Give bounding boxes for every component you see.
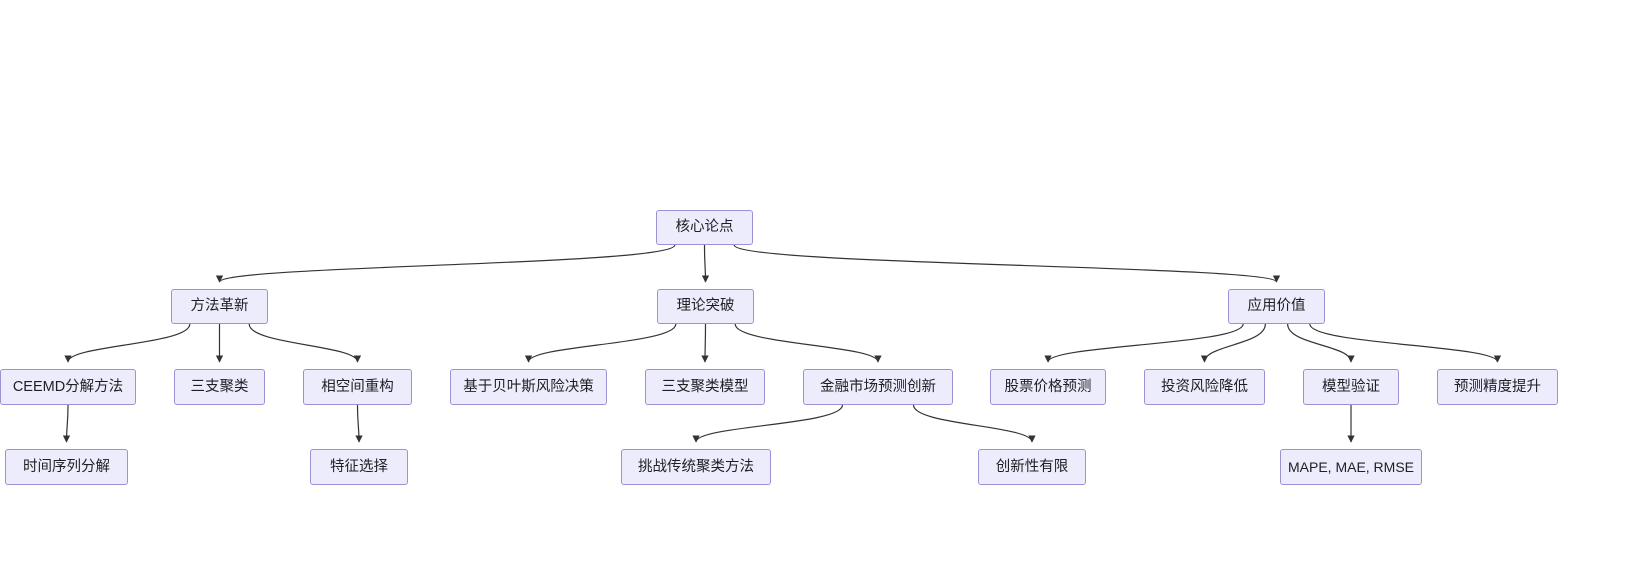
node-n1[interactable]: 方法革新 — [171, 289, 268, 324]
node-n1a[interactable]: CEEMD分解方法 — [0, 369, 136, 405]
node-label: 三支聚类 — [190, 378, 249, 395]
node-n2b[interactable]: 三支聚类模型 — [645, 369, 765, 405]
edge-n2-to-n2b — [701, 323, 709, 363]
edge-root-to-n2 — [701, 244, 710, 283]
edge-root-to-n1 — [216, 244, 676, 283]
node-n3b[interactable]: 投资风险降低 — [1144, 369, 1265, 405]
edge-root-to-n3 — [733, 244, 1280, 283]
node-label: 核心论点 — [675, 219, 734, 236]
node-root[interactable]: 核心论点 — [656, 210, 753, 245]
node-label: 创新性有限 — [995, 458, 1069, 475]
edge-n1-to-n1c — [248, 323, 362, 363]
node-label: 特征选择 — [330, 458, 388, 475]
node-label: 基于贝叶斯风险决策 — [463, 378, 594, 395]
edge-n3-to-n3d — [1309, 323, 1502, 363]
node-n3[interactable]: 应用价值 — [1228, 289, 1325, 324]
edge-n1a-to-n1a1 — [62, 404, 71, 443]
node-n3a[interactable]: 股票价格预测 — [990, 369, 1106, 405]
node-n1a1[interactable]: 时间序列分解 — [5, 449, 128, 485]
node-label: 方法革新 — [190, 298, 249, 315]
node-label: 理论突破 — [676, 298, 735, 315]
node-n2c1[interactable]: 挑战传统聚类方法 — [621, 449, 771, 485]
node-label: MAPE, MAE, RMSE — [1287, 459, 1415, 475]
node-label: 模型验证 — [1322, 378, 1380, 395]
node-n2c2[interactable]: 创新性有限 — [978, 449, 1086, 485]
edge-n3-to-n3a — [1044, 323, 1244, 363]
node-label: 挑战传统聚类方法 — [638, 458, 754, 475]
edge-n3-to-n3b — [1200, 323, 1266, 363]
node-n2c[interactable]: 金融市场预测创新 — [803, 369, 953, 405]
node-label: 股票价格预测 — [1004, 378, 1092, 395]
node-label: 相空间重构 — [321, 378, 394, 395]
edge-n2-to-n2c — [734, 323, 882, 363]
node-label: 金融市场预测创新 — [820, 378, 936, 395]
node-n1b[interactable]: 三支聚类 — [174, 369, 265, 405]
node-n1c[interactable]: 相空间重构 — [303, 369, 412, 405]
edge-n3-to-n3c — [1287, 323, 1355, 363]
edge-n1-to-n1a — [64, 323, 191, 363]
node-label: 时间序列分解 — [23, 458, 110, 475]
node-n3c1[interactable]: MAPE, MAE, RMSE — [1280, 449, 1422, 485]
node-n2[interactable]: 理论突破 — [657, 289, 754, 324]
node-n3d[interactable]: 预测精度提升 — [1437, 369, 1558, 405]
node-label: 应用价值 — [1247, 298, 1306, 315]
node-label: 预测精度提升 — [1454, 378, 1541, 395]
node-n2a[interactable]: 基于贝叶斯风险决策 — [450, 369, 607, 405]
edge-n2-to-n2a — [524, 323, 677, 363]
edge-n2c-to-n2c1 — [692, 404, 844, 443]
node-label: 投资风险降低 — [1161, 378, 1248, 395]
node-label: CEEMD分解方法 — [12, 378, 124, 395]
edge-n1c-to-n1c1 — [355, 404, 363, 443]
edge-n2c-to-n2c2 — [912, 404, 1036, 443]
node-n1c1[interactable]: 特征选择 — [310, 449, 408, 485]
node-label: 三支聚类模型 — [661, 378, 749, 395]
node-n3c[interactable]: 模型验证 — [1303, 369, 1399, 405]
